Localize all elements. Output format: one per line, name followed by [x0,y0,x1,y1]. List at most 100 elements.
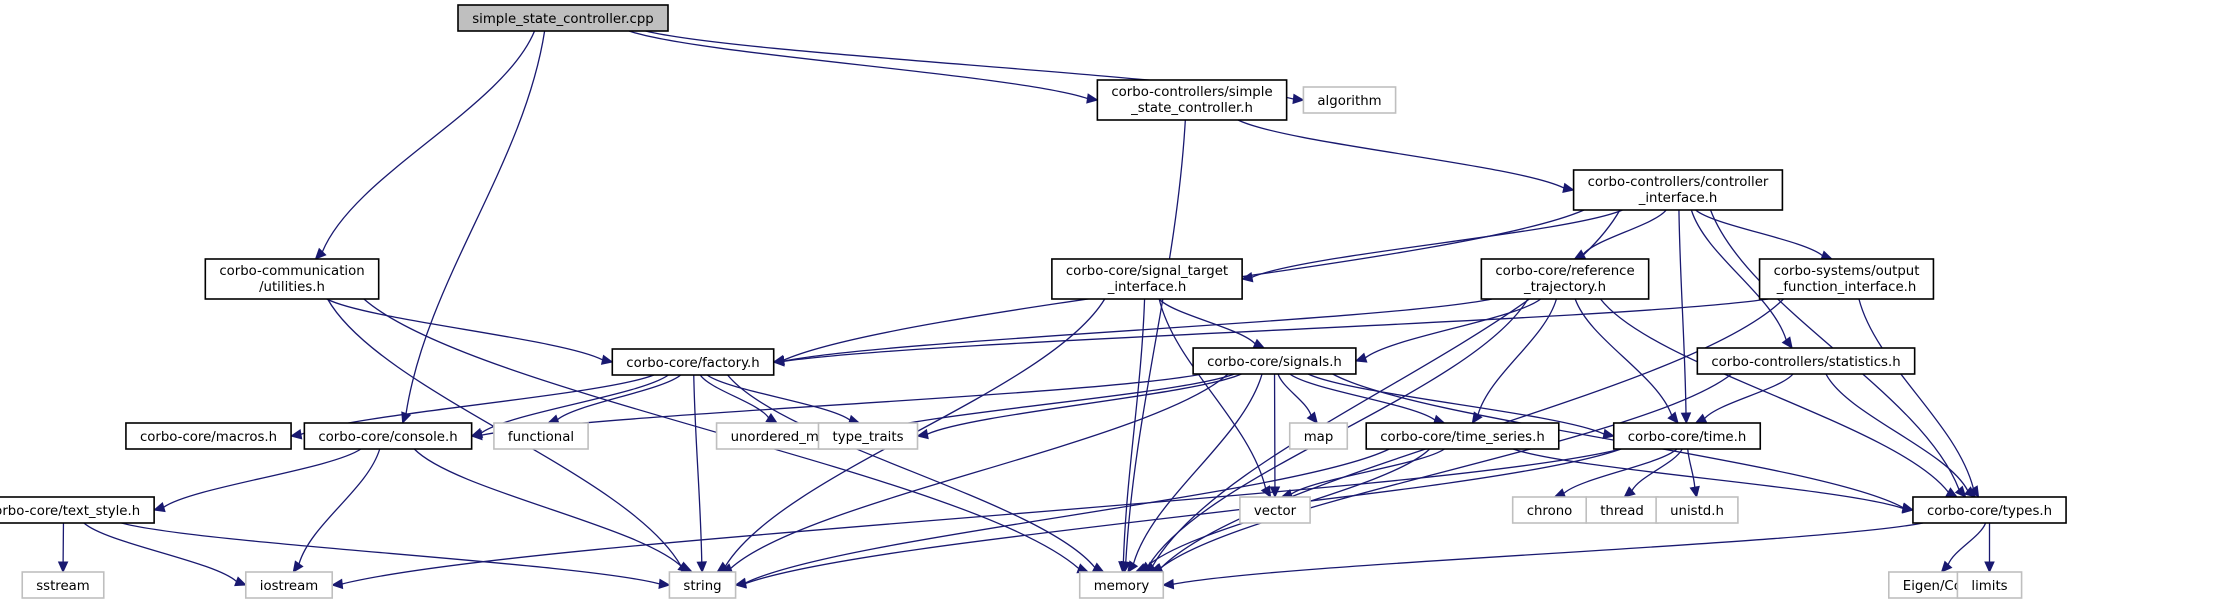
arrowhead-icon [1292,93,1305,105]
node-label: chrono [1527,504,1573,519]
node-label: algorithm [1317,94,1381,109]
node-statistics[interactable]: corbo-controllers/statistics.h [1696,347,1916,375]
node-comm-util[interactable]: corbo-communication/utilities.h [204,258,380,300]
edge-ctrl-if-to-statistics [1690,209,1793,349]
edge-types-to-eigen-core [1940,522,1987,573]
edge-line [1237,119,1565,189]
node-box [1585,496,1659,524]
edge-line [1695,209,1823,257]
arrowhead-icon [1667,411,1679,424]
node-label: corbo-controllers/statistics.h [1711,355,1900,370]
node-signals[interactable]: corbo-core/signals.h [1192,347,1357,375]
node-box [1192,347,1357,375]
node-string: string [668,571,737,599]
node-label: corbo-core/reference [1495,264,1634,279]
node-box [1288,422,1349,450]
node-label: /utilities.h [259,280,325,295]
node-label: iostream [260,579,318,594]
arrowhead-icon [1118,561,1129,574]
node-label: corbo-controllers/simple [1111,85,1272,100]
node-time[interactable]: corbo-core/time.h [1612,422,1762,450]
node-functional: functional [493,422,589,450]
arrowhead-icon [772,356,785,367]
node-macros[interactable]: corbo-core/macros.h [125,422,292,450]
arrowhead-icon [1091,562,1105,573]
arrowhead-icon [600,354,614,365]
node-sig-target[interactable]: corbo-core/signal_target_interface.h [1051,258,1243,300]
node-unistd: unistd.h [1655,496,1739,524]
node-label: corbo-core/time_series.h [1380,430,1545,445]
edge-time-to-iostream [331,448,1622,590]
edge-line [693,374,703,563]
arrowhead-icon [289,429,303,440]
edge-line [783,298,1493,362]
edge-text-style-to-iostream [83,522,247,587]
edge-line [1158,298,1267,489]
edge-line [1307,373,1605,435]
arrowhead-icon [1940,560,1953,573]
edge-time-to-string [734,448,1622,589]
node-label: unordered_map [731,430,836,445]
edge-line [326,298,603,361]
node-label: _interface.h [1638,191,1718,206]
node-box [125,422,292,450]
node-factory[interactable]: corbo-core/factory.h [611,348,775,376]
edge-line [706,374,851,421]
node-label: unistd.h [1670,504,1724,519]
node-box [303,422,473,450]
node-text-style[interactable]: corbo-core/text_style.h [0,496,155,524]
edge-line [1631,448,1683,491]
arrowhead-icon [331,578,344,590]
node-ctrl-if[interactable]: corbo-controllers/controller_interface.h [1572,169,1784,211]
edge-line [163,448,362,508]
arrowhead-icon [1086,93,1099,104]
arrowhead-icon [152,501,166,513]
arrowhead-icon [1602,428,1615,440]
node-types[interactable]: corbo-core/types.h [1912,496,2067,524]
node-box [493,422,589,450]
edge-line [1574,298,1673,416]
edge-line [321,30,536,253]
edge-types-to-limits [1984,522,1995,574]
node-time-series[interactable]: corbo-core/time_series.h [1365,422,1560,450]
edge-line [1289,373,1436,421]
edge-line [1125,119,1186,563]
node-ref-traj[interactable]: corbo-core/reference_trajectory.h [1480,258,1650,300]
edge-signals-to-string [720,373,1229,574]
node-box [611,348,775,376]
arrowhead-icon [1354,352,1368,363]
node-label: functional [508,430,574,445]
edge-sig-target-to-memory [1118,298,1146,574]
node-thread: thread [1585,496,1659,524]
edge-line [730,373,1229,569]
edge-ref-traj-to-types [1599,298,1959,498]
edge-line [1690,209,1787,341]
edge-ctrl-if-to-out-fn [1695,209,1833,261]
edge-line [1290,448,1445,495]
node-box [1051,258,1243,300]
edge-signals-to-map [1277,373,1318,424]
node-label: corbo-core/signals.h [1207,355,1342,370]
edge-sig-target-to-vector [1158,298,1272,499]
node-box [1758,258,1935,300]
arrowhead-icon [916,428,929,440]
node-console[interactable]: corbo-core/console.h [303,422,473,450]
arrowhead-icon [1694,413,1708,424]
arrowhead-icon [696,561,708,574]
node-root[interactable]: simple_state_controller.cpp [457,4,669,32]
arrowhead-icon [234,576,247,587]
node-box [1572,169,1784,211]
node-out-fn[interactable]: corbo-systems/output_function_interface.… [1758,258,1935,300]
node-label: thread [1600,504,1644,519]
edge-line [1159,373,1733,570]
edge-line [121,522,660,585]
node-memory: memory [1078,571,1165,599]
edge-ctrl-if-to-sig-target [1240,209,1623,283]
arrowhead-icon [1954,485,1967,498]
node-ssc-h[interactable]: corbo-controllers/simple_state_controlle… [1096,79,1288,121]
edge-signals-to-vector [1269,373,1281,499]
node-box [1480,258,1650,300]
node-label: string [683,579,721,594]
edge-line [1687,448,1696,488]
